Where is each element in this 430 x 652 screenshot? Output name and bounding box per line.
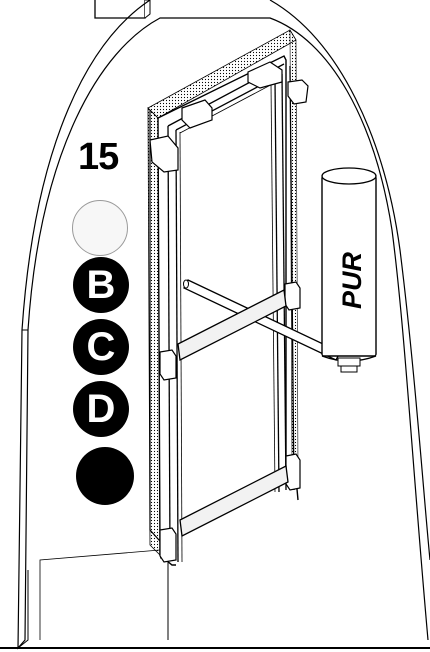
foam-can-label-area: PUR [333,240,371,320]
callout-empty [72,200,128,256]
callout-d: D [73,381,129,437]
brace-bottom [179,465,289,537]
foam-spray-can-icon [321,167,377,373]
right-jamb [281,73,287,491]
wall-outline [17,0,429,650]
wedge-spacers [149,61,309,563]
brace-middle [177,289,287,361]
spreader-rod [183,279,341,361]
callout-c: C [73,319,129,375]
left-jamb [167,125,171,556]
foam-can-label: PUR [336,251,367,309]
callout-b: B [73,257,129,313]
callout-filled-blank [76,447,134,505]
step-number: 15 [78,136,119,178]
